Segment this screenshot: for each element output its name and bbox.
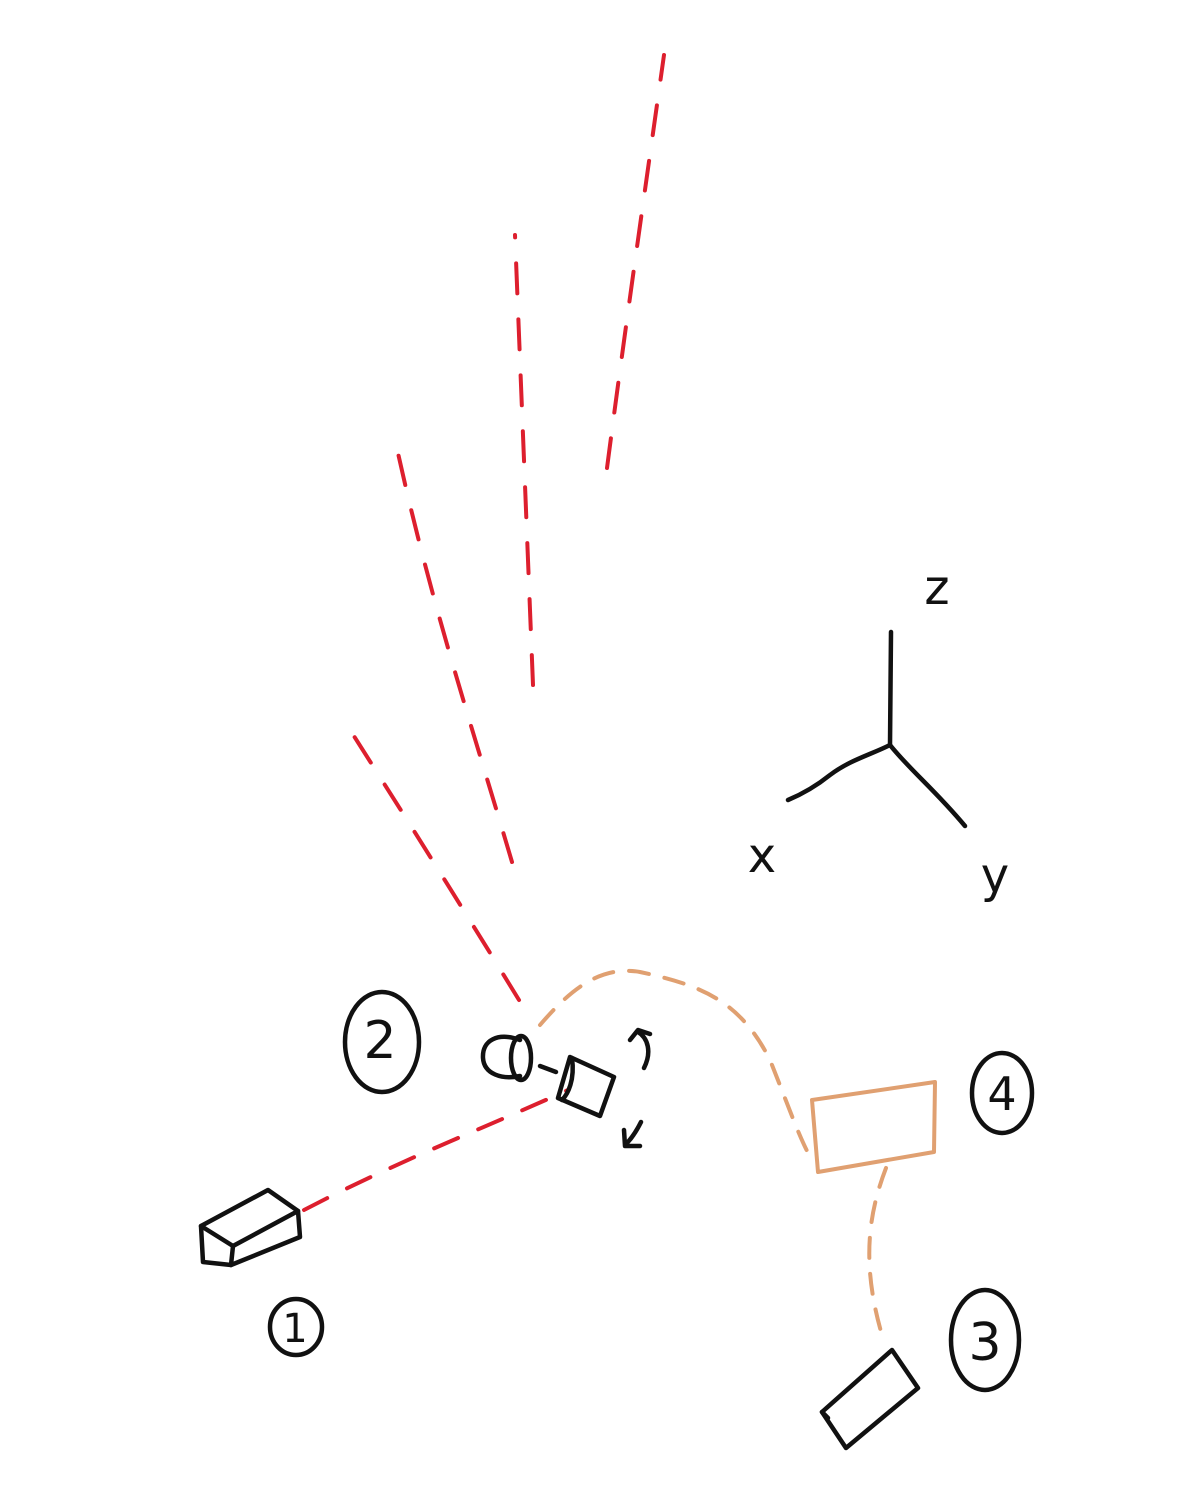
orange-dashed-arc bbox=[538, 968, 815, 1164]
object-3-box bbox=[819, 1347, 921, 1451]
laser-ray-3 bbox=[513, 233, 535, 687]
y-axis-label: y bbox=[981, 848, 1009, 904]
orange-path-group bbox=[538, 968, 937, 1337]
x-axis-line bbox=[785, 742, 893, 803]
marker-3: 3 bbox=[948, 1287, 1022, 1393]
marker-4: 4 bbox=[969, 1050, 1035, 1136]
svg-text:4: 4 bbox=[987, 1067, 1016, 1121]
laser-ray-4 bbox=[605, 53, 666, 470]
orange-dashed-link-down bbox=[867, 1166, 888, 1337]
rotate-down-arrow bbox=[621, 1119, 644, 1149]
red-dashed-rays bbox=[302, 53, 666, 1212]
marker-1: 1 bbox=[267, 1296, 325, 1358]
z-axis-label: z bbox=[924, 560, 949, 616]
laser-ray-base bbox=[302, 1088, 570, 1212]
z-axis-line bbox=[887, 629, 894, 748]
rotate-up-arrow bbox=[627, 1027, 653, 1071]
object-1-box bbox=[198, 1187, 303, 1268]
marker-2: 2 bbox=[342, 989, 422, 1095]
laser-ray-2 bbox=[394, 442, 514, 864]
x-axis-label: x bbox=[748, 828, 776, 884]
y-axis-line bbox=[887, 742, 968, 829]
rotation-arrows bbox=[621, 1027, 653, 1149]
orange-box-4 bbox=[810, 1080, 937, 1174]
svg-text:1: 1 bbox=[282, 1306, 307, 1352]
laser-ray-1 bbox=[350, 731, 521, 1002]
svg-text:3: 3 bbox=[968, 1313, 1001, 1373]
object-2-camera bbox=[480, 1033, 559, 1083]
object-2-sensor bbox=[555, 1054, 617, 1119]
svg-text:2: 2 bbox=[363, 1011, 396, 1071]
coordinate-axes: z x y bbox=[748, 560, 1009, 904]
